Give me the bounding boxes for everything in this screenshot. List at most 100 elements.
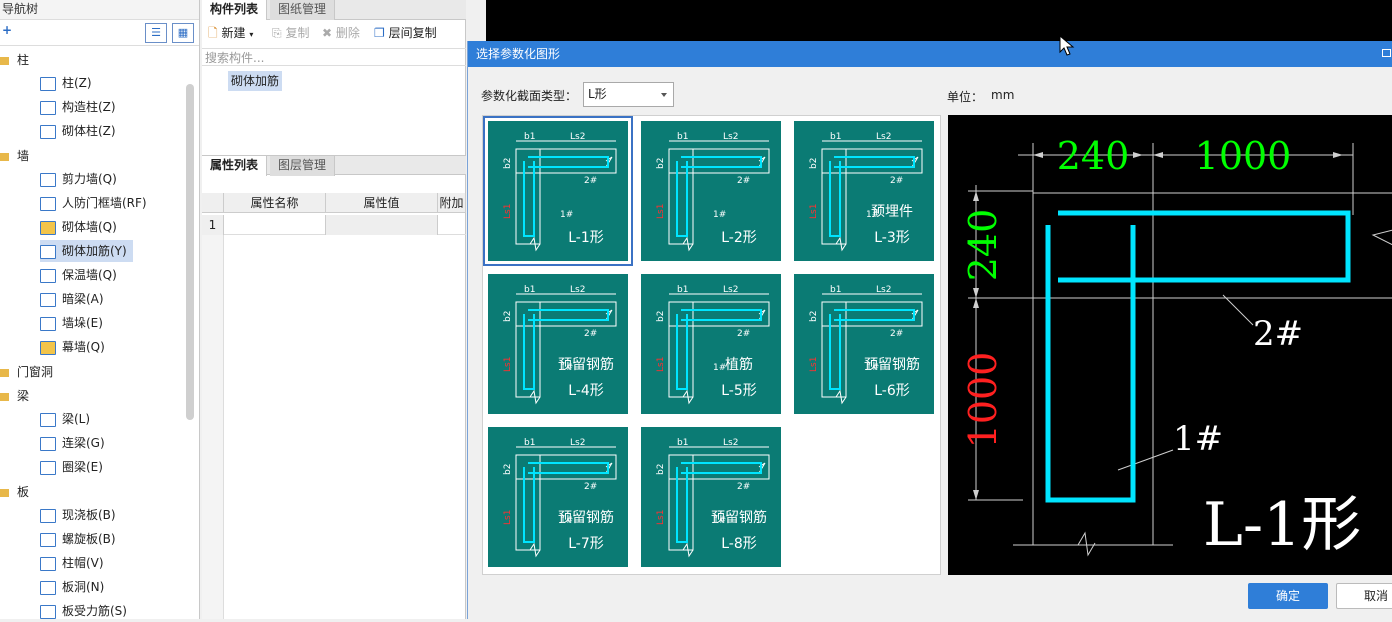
beam-icon: [40, 412, 56, 427]
table-row[interactable]: 1: [202, 215, 466, 235]
tree-item[interactable]: 幕墙(Q): [40, 336, 111, 358]
tree-item[interactable]: 剪力墙(Q): [40, 168, 123, 190]
component-list-item[interactable]: 砌体加筋: [228, 71, 283, 91]
tab-drawing-management[interactable]: 图纸管理: [270, 0, 336, 20]
svg-text:b1: b1: [830, 132, 841, 142]
svg-text:Ls1: Ls1: [809, 357, 819, 372]
list-view-icon[interactable]: ☰: [145, 23, 167, 43]
slab-hole-icon: [40, 580, 56, 595]
floor-copy-button[interactable]: ❐ 层间复制: [374, 26, 437, 40]
tree-item[interactable]: 梁(L): [40, 408, 96, 430]
tree-category[interactable]: 梁: [0, 386, 29, 406]
shape-name: L-3形: [874, 230, 910, 246]
tree-item[interactable]: 暗梁(A): [40, 288, 110, 310]
attribute-tabbar: 属性列表 图层管理: [202, 155, 466, 176]
component-panel: 构件列表 图纸管理 🗋 新建 ▾ ⎘ 复制 ✖ 删除 ❐ 层间复制 搜索构件..…: [202, 0, 466, 619]
tree-item[interactable]: 板洞(N): [40, 576, 110, 598]
svg-text:Ls2: Ls2: [570, 438, 585, 448]
slab-rebar-icon: [40, 604, 56, 619]
svg-text:Ls1: Ls1: [656, 204, 666, 219]
tree-item[interactable]: 螺旋板(B): [40, 528, 122, 550]
svg-text:Ls1: Ls1: [503, 510, 513, 525]
cancel-button[interactable]: 取消: [1336, 583, 1392, 609]
column-icon: [40, 76, 56, 91]
tree-item[interactable]: 保温墙(Q): [40, 264, 123, 286]
shape-name: L-7形: [568, 536, 604, 552]
spiral-slab-icon: [40, 532, 56, 547]
new-button[interactable]: 🗋 新建 ▾: [208, 26, 254, 40]
tree-item[interactable]: 现浇板(B): [40, 504, 122, 526]
shape-subtitle: 预埋件: [871, 204, 913, 220]
tree-scrollbar[interactable]: [186, 84, 194, 420]
dropdown-arrow-icon: ▾: [249, 30, 254, 39]
tree-item[interactable]: 板受力筋(S): [40, 600, 133, 622]
svg-text:2#: 2#: [890, 176, 903, 186]
svg-text:Ls2: Ls2: [723, 285, 738, 295]
tab-component-list[interactable]: 构件列表: [202, 0, 268, 20]
ok-button[interactable]: 确定: [1248, 583, 1328, 609]
section-type-select[interactable]: L形: [583, 82, 674, 107]
svg-text:Ls1: Ls1: [809, 204, 819, 219]
tree-item[interactable]: 柱(Z): [40, 72, 98, 94]
svg-text:b1: b1: [677, 438, 688, 448]
dim-top-left: 240: [1057, 134, 1130, 178]
svg-text:2#: 2#: [737, 329, 750, 339]
tree-item[interactable]: 砌体加筋(Y): [40, 240, 133, 262]
shear-wall-icon: [40, 172, 56, 187]
tree-category[interactable]: 柱: [0, 50, 29, 70]
add-icon[interactable]: +: [2, 23, 13, 37]
svg-text:1#: 1#: [866, 363, 879, 373]
copy-button[interactable]: ⎘ 复制: [272, 26, 310, 40]
tree-category[interactable]: 墙: [0, 146, 29, 166]
tree-item[interactable]: 柱帽(V): [40, 552, 110, 574]
svg-text:1#: 1#: [560, 363, 573, 373]
delete-button[interactable]: ✖ 删除: [322, 26, 360, 40]
tree-item[interactable]: 构造柱(Z): [40, 96, 122, 118]
component-search-input[interactable]: 搜索构件...: [202, 48, 466, 66]
tree-item[interactable]: 圈梁(E): [40, 456, 109, 478]
tab-attribute-list[interactable]: 属性列表: [202, 156, 268, 176]
dim-left-top: 240: [961, 209, 1005, 282]
tree-item[interactable]: 砌体柱(Z): [40, 120, 122, 142]
svg-text:b2: b2: [656, 311, 666, 322]
tree-item[interactable]: 人防门框墙(RF): [40, 192, 153, 214]
tree-category[interactable]: 板: [0, 482, 29, 502]
drawing-canvas[interactable]: [486, 0, 1392, 41]
civil-defense-door-wall-icon: [40, 196, 56, 211]
tree-category[interactable]: 门窗洞: [0, 362, 53, 382]
svg-text:b1: b1: [524, 132, 535, 142]
component-tabbar: 构件列表 图纸管理: [202, 0, 466, 20]
section-type-label: 参数化截面类型：: [481, 89, 578, 103]
preview-drawing: 240 1000 240 1000 2# 1# L-1形: [961, 134, 1392, 560]
tab-layer-management[interactable]: 图层管理: [270, 156, 336, 176]
delete-icon: ✖: [322, 26, 333, 40]
shape-name: L-8形: [721, 536, 757, 552]
svg-text:1#: 1#: [713, 210, 726, 220]
shape-name: L-4形: [568, 383, 604, 399]
svg-text:b1: b1: [677, 285, 688, 295]
preview-shape-name: L-1形: [1203, 490, 1361, 560]
svg-text:1#: 1#: [560, 516, 573, 526]
masonry-wall-icon: [40, 220, 56, 235]
tree-item[interactable]: 连梁(G): [40, 432, 111, 454]
svg-text:b2: b2: [656, 158, 666, 169]
svg-text:b2: b2: [809, 158, 819, 169]
maximize-icon[interactable]: [1382, 49, 1391, 57]
tree-item[interactable]: 墙垛(E): [40, 312, 109, 334]
dim-top-right: 1000: [1195, 134, 1292, 178]
grid-view-icon[interactable]: ▦: [172, 23, 194, 43]
cast-slab-icon: [40, 508, 56, 523]
svg-text:2#: 2#: [584, 482, 597, 492]
svg-text:b2: b2: [503, 158, 513, 169]
svg-text:Ls1: Ls1: [656, 357, 666, 372]
tree-item[interactable]: 砌体墙(Q): [40, 216, 123, 238]
